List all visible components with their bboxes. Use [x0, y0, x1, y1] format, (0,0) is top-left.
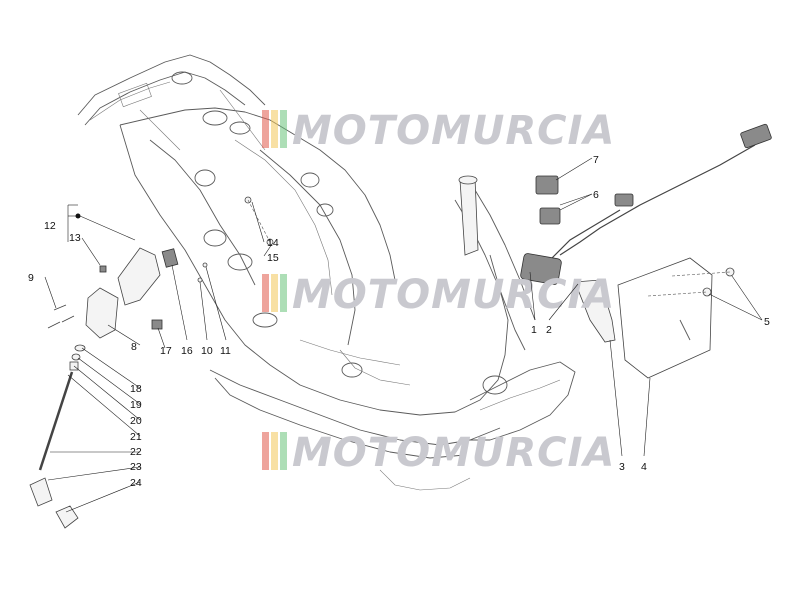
callout-16: 16	[181, 345, 193, 357]
watermark-stripe	[280, 432, 287, 470]
regulator-part	[520, 253, 562, 285]
callout-13: 13	[69, 232, 81, 244]
callout-20: 20	[130, 415, 142, 427]
callout-4: 4	[641, 461, 647, 473]
callout-5: 5	[764, 316, 770, 328]
scooter-frame	[77, 54, 576, 491]
callout-15: 15	[267, 252, 279, 264]
clip-part-small	[151, 319, 163, 330]
leader-lines	[44, 157, 763, 513]
ignition-switch-part	[85, 287, 119, 339]
callout-23: 23	[130, 461, 142, 473]
watermark-group: MOTOMURCIA MOTOMURCIA MOTOMURCIA	[262, 108, 615, 476]
watermark-stripe	[280, 274, 287, 312]
callout-8: 8	[131, 341, 137, 353]
watermark-stripe	[271, 274, 278, 312]
connector-part-2	[614, 193, 634, 207]
relay-part	[535, 175, 559, 195]
watermark-stripe	[271, 432, 278, 470]
watermark-text: MOTOMURCIA	[292, 108, 615, 154]
bracket-part-2	[574, 279, 616, 343]
watermark-stripe	[280, 110, 287, 148]
callout-6: 6	[593, 189, 599, 201]
connector-part	[740, 123, 772, 149]
callout-14: 14	[267, 237, 279, 249]
callout-10: 10	[201, 345, 213, 357]
clip-part	[161, 248, 179, 268]
callout-21: 21	[130, 431, 142, 443]
bracket-part	[117, 247, 161, 306]
watermark-stripe	[262, 110, 269, 148]
callout-1: 1	[531, 324, 537, 336]
callout-3: 3	[619, 461, 625, 473]
callout-22: 22	[130, 446, 142, 458]
watermark-1: MOTOMURCIA	[262, 108, 615, 154]
watermark-stripe	[262, 432, 269, 470]
callout-24: 24	[130, 477, 142, 489]
relay-part-small	[539, 207, 561, 225]
callout-12: 12	[44, 220, 56, 232]
callout-labels: 1 2 3 4 5 6 7 8 9 10 11 12 13 14 15 16 1…	[28, 154, 770, 489]
cable-sleeve-part	[55, 505, 79, 529]
callout-18: 18	[130, 383, 142, 395]
watermark-2: MOTOMURCIA	[262, 272, 615, 318]
callout-2: 2	[546, 324, 552, 336]
callout-17: 17	[160, 345, 172, 357]
watermark-stripe	[262, 274, 269, 312]
watermark-stripe	[271, 110, 278, 148]
callout-7: 7	[593, 154, 599, 166]
callout-9: 9	[28, 272, 34, 284]
callout-11: 11	[220, 345, 231, 357]
watermark-3: MOTOMURCIA	[262, 430, 615, 476]
watermark-text: MOTOMURCIA	[292, 272, 615, 318]
cable-terminal-part	[29, 477, 53, 507]
callout-19: 19	[130, 399, 142, 411]
watermark-text: MOTOMURCIA	[292, 430, 615, 476]
cover-plate-part	[617, 257, 713, 379]
parts	[29, 123, 772, 529]
